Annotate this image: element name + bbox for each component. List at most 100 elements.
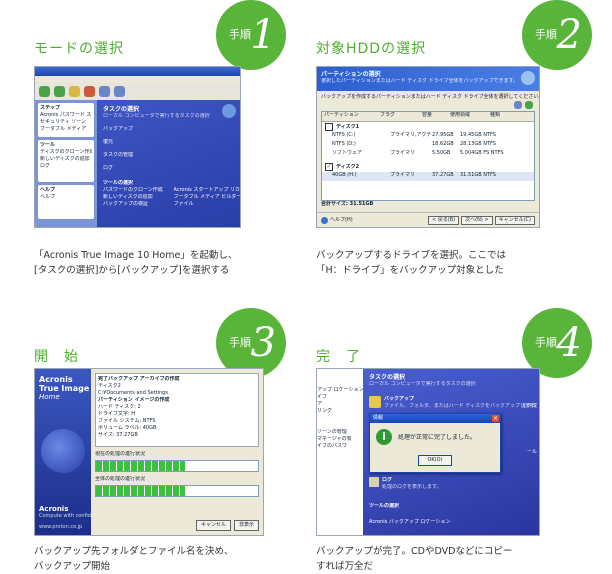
task-log[interactable]: ログ 処理のログを表示します。 [369, 477, 442, 491]
help-icon[interactable] [321, 216, 328, 224]
column-header[interactable]: 使用領域 [450, 112, 471, 118]
side-item[interactable]: リング [317, 408, 333, 414]
table-row[interactable]: NTFS (D:) 18.62GB 28.13GB NTFS [322, 141, 534, 150]
window-subtitle: ローカル コンピュータで実行するタスクの選択 [103, 113, 210, 119]
column-header[interactable]: 容量 [422, 112, 433, 118]
tool-item[interactable]: Acronis スタートアップ リカバリ [173, 187, 241, 193]
task-backup[interactable]: バックアップ ファイル、フォルダ、またはハード ディスクをバックアップします [369, 396, 539, 410]
column-header[interactable]: パーティション [324, 112, 359, 118]
side-item[interactable]: ア [317, 401, 323, 407]
back-icon[interactable] [39, 85, 50, 97]
disk1-checkbox[interactable] [325, 123, 333, 131]
help-link[interactable]: ヘルプ(H) [330, 216, 353, 223]
disk2-checkbox[interactable]: ✓ [325, 163, 333, 171]
screenshot-backup-progress: Acronis True Image Home Acronis Compute … [34, 368, 264, 536]
column-header[interactable]: 種類 [490, 112, 501, 118]
brand-line2: True Image [39, 384, 90, 393]
task-backup[interactable]: バックアップ [103, 126, 134, 132]
step-number: 2 [556, 12, 582, 58]
next-button[interactable]: 次へ(N) > [461, 215, 493, 225]
side-item[interactable]: アップ ロケーション [317, 387, 363, 393]
caption-line: すれば万全だ [316, 561, 374, 572]
tools-icon[interactable] [99, 85, 110, 97]
side-item[interactable]: イブ [317, 394, 328, 400]
step-badge: 手順 2 [522, 0, 592, 70]
tool-item[interactable]: Acronis バックアップ ロケーション [369, 519, 451, 525]
hide-button[interactable]: 非表示 [233, 520, 259, 531]
disc-graphic-icon [41, 429, 85, 473]
refresh-icon[interactable] [525, 101, 533, 109]
window-subtitle: ローカル コンピュータで実行するタスクの選択 [369, 381, 476, 387]
sidebar-section: ツール [40, 142, 56, 148]
step-4: 完 了 手順 4 アップ ロケーション イブ ア リング ゾーンの管理 マネージ… [306, 286, 612, 572]
partition-name: ソフトウェア [332, 150, 363, 156]
progress-fill [96, 461, 186, 471]
info-icon: i [376, 429, 392, 445]
back-button[interactable]: < 戻る(B) [428, 215, 460, 225]
partition-flag: プライマリ,アクティブ [390, 132, 432, 138]
task-manage[interactable]: タスクの管理 [103, 152, 134, 158]
screenshot-complete: アップ ロケーション イブ ア リング ゾーンの管理 マネージャの有 イブのパス… [316, 368, 540, 536]
backup-icon [369, 396, 381, 408]
summary-line: ドライブ文字: H [98, 411, 136, 417]
instruction: バックアップを作成するパーティションまたはハード ディスク ドライブ全体を選択し… [321, 94, 539, 100]
step-title: 完 了 [316, 349, 361, 365]
acronis-logo-icon [521, 71, 535, 85]
step-title: モードの選択 [34, 41, 124, 57]
close-icon[interactable]: × [492, 415, 499, 422]
step-label: 手順 [535, 336, 557, 349]
ok-button[interactable]: OK(O) [418, 455, 452, 466]
progress-panel: 完了バックアップ アーカイブの作成 ディスク2 C:¥Documents and… [91, 369, 263, 535]
help-icon[interactable] [114, 85, 125, 97]
url-text: www.proton.co.jp [39, 524, 83, 530]
task-restore[interactable]: 復元 [103, 139, 114, 145]
partition-table: パーティション フラグ 容量 使用領域 種類 ディスク1 NTFS (C:) プ… [321, 111, 535, 201]
table-row-selected[interactable]: 40GB (H:) プライマリ 37.27GB 31.51GB NTFS [322, 172, 534, 181]
logo-text: Acronis [39, 505, 69, 513]
step-number: 1 [250, 12, 276, 58]
side-item[interactable]: ゾーンの管理 [317, 429, 347, 435]
sidebar-item[interactable]: ログ [40, 163, 51, 169]
task-log[interactable]: ログ [103, 165, 114, 171]
forward-icon[interactable] [54, 85, 65, 97]
tool-item[interactable]: バックアップの検証 [103, 201, 149, 207]
tools-header: ツールの選択 [369, 503, 400, 509]
side-item[interactable]: マネージャの有 [317, 436, 352, 442]
toolbar [35, 82, 240, 101]
sidebar-item[interactable]: ディスクのクローン作成 [40, 149, 92, 155]
sidebar-section: ステップ [40, 105, 61, 111]
caption-line: バックアップするドライブを選択。ここでは [316, 250, 507, 261]
tool-item[interactable]: 新しいディスクの追加 [103, 194, 153, 200]
side-item[interactable]: イブのパスワ [317, 443, 348, 449]
sidebar: ステップ Acronis パスワード ステーション セキュリティ ゾーン ブータ… [35, 100, 97, 227]
brand-line3: Home [39, 393, 60, 401]
sidebar-item[interactable]: セキュリティ ゾーン [40, 119, 87, 125]
tool-item[interactable]: パスワードのクローン作成 [103, 187, 163, 193]
sidebar-item[interactable]: ヘルプ [40, 194, 56, 200]
view-icon[interactable] [514, 101, 522, 109]
cancel-button[interactable]: キャンセル(C) [494, 215, 535, 225]
side-right: ール [526, 449, 537, 455]
cancel-button[interactable]: キャンセル [195, 520, 231, 531]
sidebar-item[interactable]: Acronis パスワード ステーション [40, 112, 92, 118]
caption-line: バックアップ先フォルダとファイル名を決め、 [34, 546, 234, 557]
sidebar-section: ヘルプ [40, 187, 56, 193]
table-row[interactable]: NTFS (C:) プライマリ,アクティブ 27.95GB 19.45GB NT… [322, 132, 534, 141]
step-badge: 手順 3 [216, 308, 286, 378]
info-dialog: 情報 × i 処理が正常に完了しました。 OK(O) [369, 413, 501, 473]
table-header: パーティション フラグ 容量 使用領域 種類 [322, 112, 534, 122]
partition-name: 40GB (H:) [332, 172, 357, 178]
backup-icon[interactable] [69, 85, 80, 97]
logo-tagline: Compute with confidence [39, 513, 103, 519]
window-title: パーティションの選択 [321, 71, 381, 78]
summary-box: 完了バックアップ アーカイブの作成 ディスク2 C:¥Documents and… [95, 373, 259, 447]
table-row[interactable]: ソフトウェア プライマリ 5.50GB 5.004GB FS NTFS [322, 150, 534, 159]
sidebar-item[interactable]: ブータブル メディア [40, 126, 87, 132]
step-number: 3 [250, 320, 276, 366]
column-header[interactable]: フラグ [380, 112, 396, 118]
tool-item[interactable]: ファイル [173, 201, 194, 207]
restore-icon[interactable] [84, 85, 95, 97]
tool-item[interactable]: ブータブル メディア ビルダー [173, 194, 241, 200]
disk2-group: ✓ ディスク2 [322, 162, 534, 172]
sidebar-item[interactable]: 新しいディスクの追加 [40, 156, 90, 162]
